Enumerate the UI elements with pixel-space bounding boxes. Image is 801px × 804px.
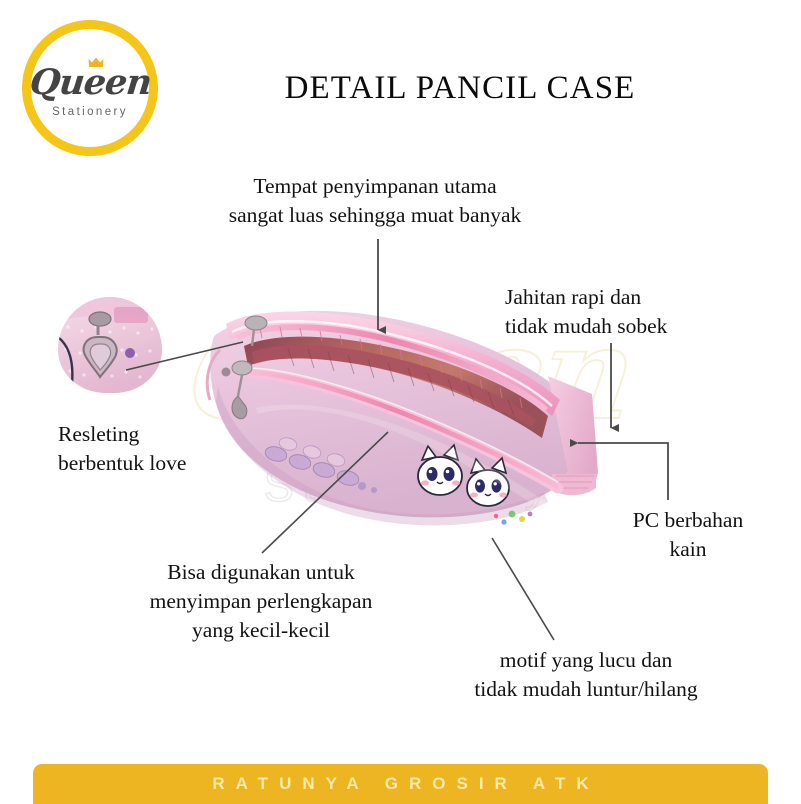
annotation-motif: motif yang lucu dan tidak mudah luntur/h… — [474, 648, 698, 702]
annotation-zipper-love: Resleting berbentuk love — [58, 422, 187, 476]
annotation-pc-material: PC berbahan kain — [632, 508, 744, 562]
annotation-small-items: Bisa digunakan untuk menyimpan perlengka… — [149, 560, 373, 643]
annotation-main-storage: Tempat penyimpanan utama sangat luas seh… — [228, 174, 522, 228]
logo-subtitle: Stationery — [52, 105, 128, 118]
motif-confetti — [493, 510, 533, 525]
heart-zipper-pull-icon — [82, 336, 118, 379]
pencil-case-zipper-lower — [234, 366, 564, 494]
annotation-stitching: Jahitan rapi dan tidak mudah sobek — [505, 285, 668, 339]
brand-logo: Queen Stationery — [22, 20, 158, 156]
bottom-banner: RATUNYA GROSIR ATK — [33, 764, 768, 804]
crown-icon — [88, 57, 104, 67]
logo-wordmark: Queen — [27, 61, 153, 103]
cartoon-cat-face-icon — [417, 443, 533, 525]
banner-text: RATUNYA GROSIR ATK — [212, 774, 600, 793]
pencil-case-interior — [244, 336, 548, 438]
zipper-pull-closeup-inset — [58, 297, 162, 393]
page-title: DETAIL PANCIL CASE — [284, 70, 636, 106]
